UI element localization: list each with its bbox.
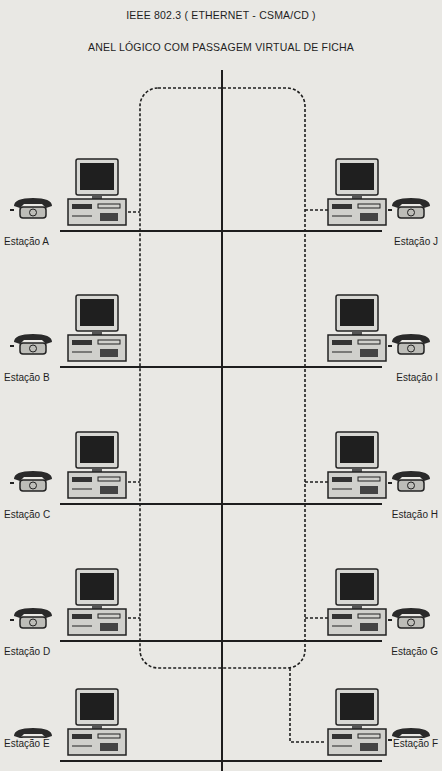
station-label: Estação A [4,236,49,247]
station-label: Estação B [4,372,50,383]
station-label: Estação F [393,738,438,749]
station-label: Estação J [394,236,438,247]
station-label: Estação C [4,509,50,520]
station-label: Estação D [4,646,50,657]
subtitle: ANEL LÓGICO COM PASSAGEM VIRTUAL DE FICH… [0,42,442,54]
station-label: Estação G [391,646,438,657]
station-label: Estação H [392,509,438,520]
station-label: Estação I [396,372,438,383]
diagram-title: IEEE 802.3 ( ETHERNET - CSMA/CD ) [0,10,442,22]
station-label: Estação E [4,738,50,749]
